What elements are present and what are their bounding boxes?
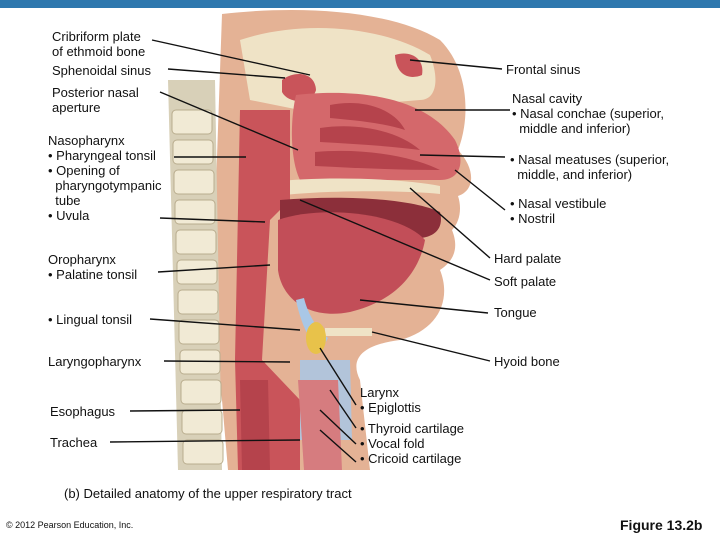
figure-caption: (b) Detailed anatomy of the upper respir… [64,486,352,501]
lingual-tonsil-shape [306,322,326,354]
label-hard-palate: Hard palate [494,251,562,266]
header-bar [0,0,720,8]
leader-lines-right [299,59,510,463]
label-trachea: Trachea [50,435,98,450]
label-nasal-vestibule: • Nasal vestibule • Nostril [510,196,607,226]
label-hyoid-bone: Hyoid bone [494,354,560,369]
esophagus-tube [240,380,270,470]
figure-number: Figure 13.2b [620,517,703,533]
label-tongue: Tongue [494,305,537,320]
frontal-sinus [395,53,423,77]
label-oropharynx: Oropharynx • Palatine tonsil [48,252,138,282]
vertebrae [171,109,224,465]
copyright-notice: © 2012 Pearson Education, Inc. [6,520,134,530]
label-larynx: Larynx • Epiglottis [360,385,421,415]
nasal-conchae [315,102,440,170]
trachea-tube [298,380,342,470]
label-soft-palate: Soft palate [494,274,557,289]
label-cribriform-plate: Cribriform plate of ethmoid bone [52,29,146,59]
label-nasopharynx: Nasopharynx • Pharyngeal tonsil • Openin… [48,133,162,223]
label-laryngopharynx: Laryngopharynx [48,354,142,369]
label-frontal-sinus: Frontal sinus [506,62,581,77]
label-nasal-meatuses: • Nasal meatuses (superior, middle, and … [510,152,670,182]
label-nasal-cavity: Nasal cavity • Nasal conchae (superior, … [512,91,664,136]
palate [270,178,440,196]
label-larynx-parts: • Thyroid cartilage • Vocal fold • Crico… [360,421,465,466]
label-esophagus: Esophagus [50,404,116,419]
leader-lines-left [109,39,311,443]
label-lingual-tonsil: • Lingual tonsil [48,312,133,327]
hyoid-bone-shape [325,328,372,336]
label-posterior-nasal-aperture: Posterior nasal aperture [52,85,139,115]
label-sphenoidal-sinus: Sphenoidal sinus [52,63,152,78]
